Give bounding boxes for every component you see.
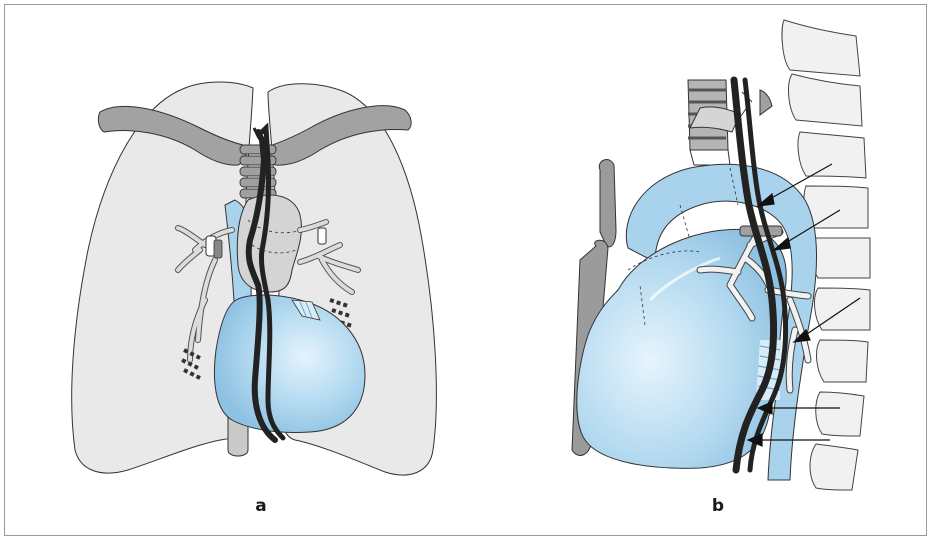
trachea-b [688, 80, 772, 165]
panel-b-lateral-view [572, 20, 870, 490]
panel-label-a: a [246, 496, 276, 516]
sternum [599, 160, 616, 247]
panel-a-frontal-view [72, 82, 437, 475]
panel-label-b: b [703, 496, 733, 516]
